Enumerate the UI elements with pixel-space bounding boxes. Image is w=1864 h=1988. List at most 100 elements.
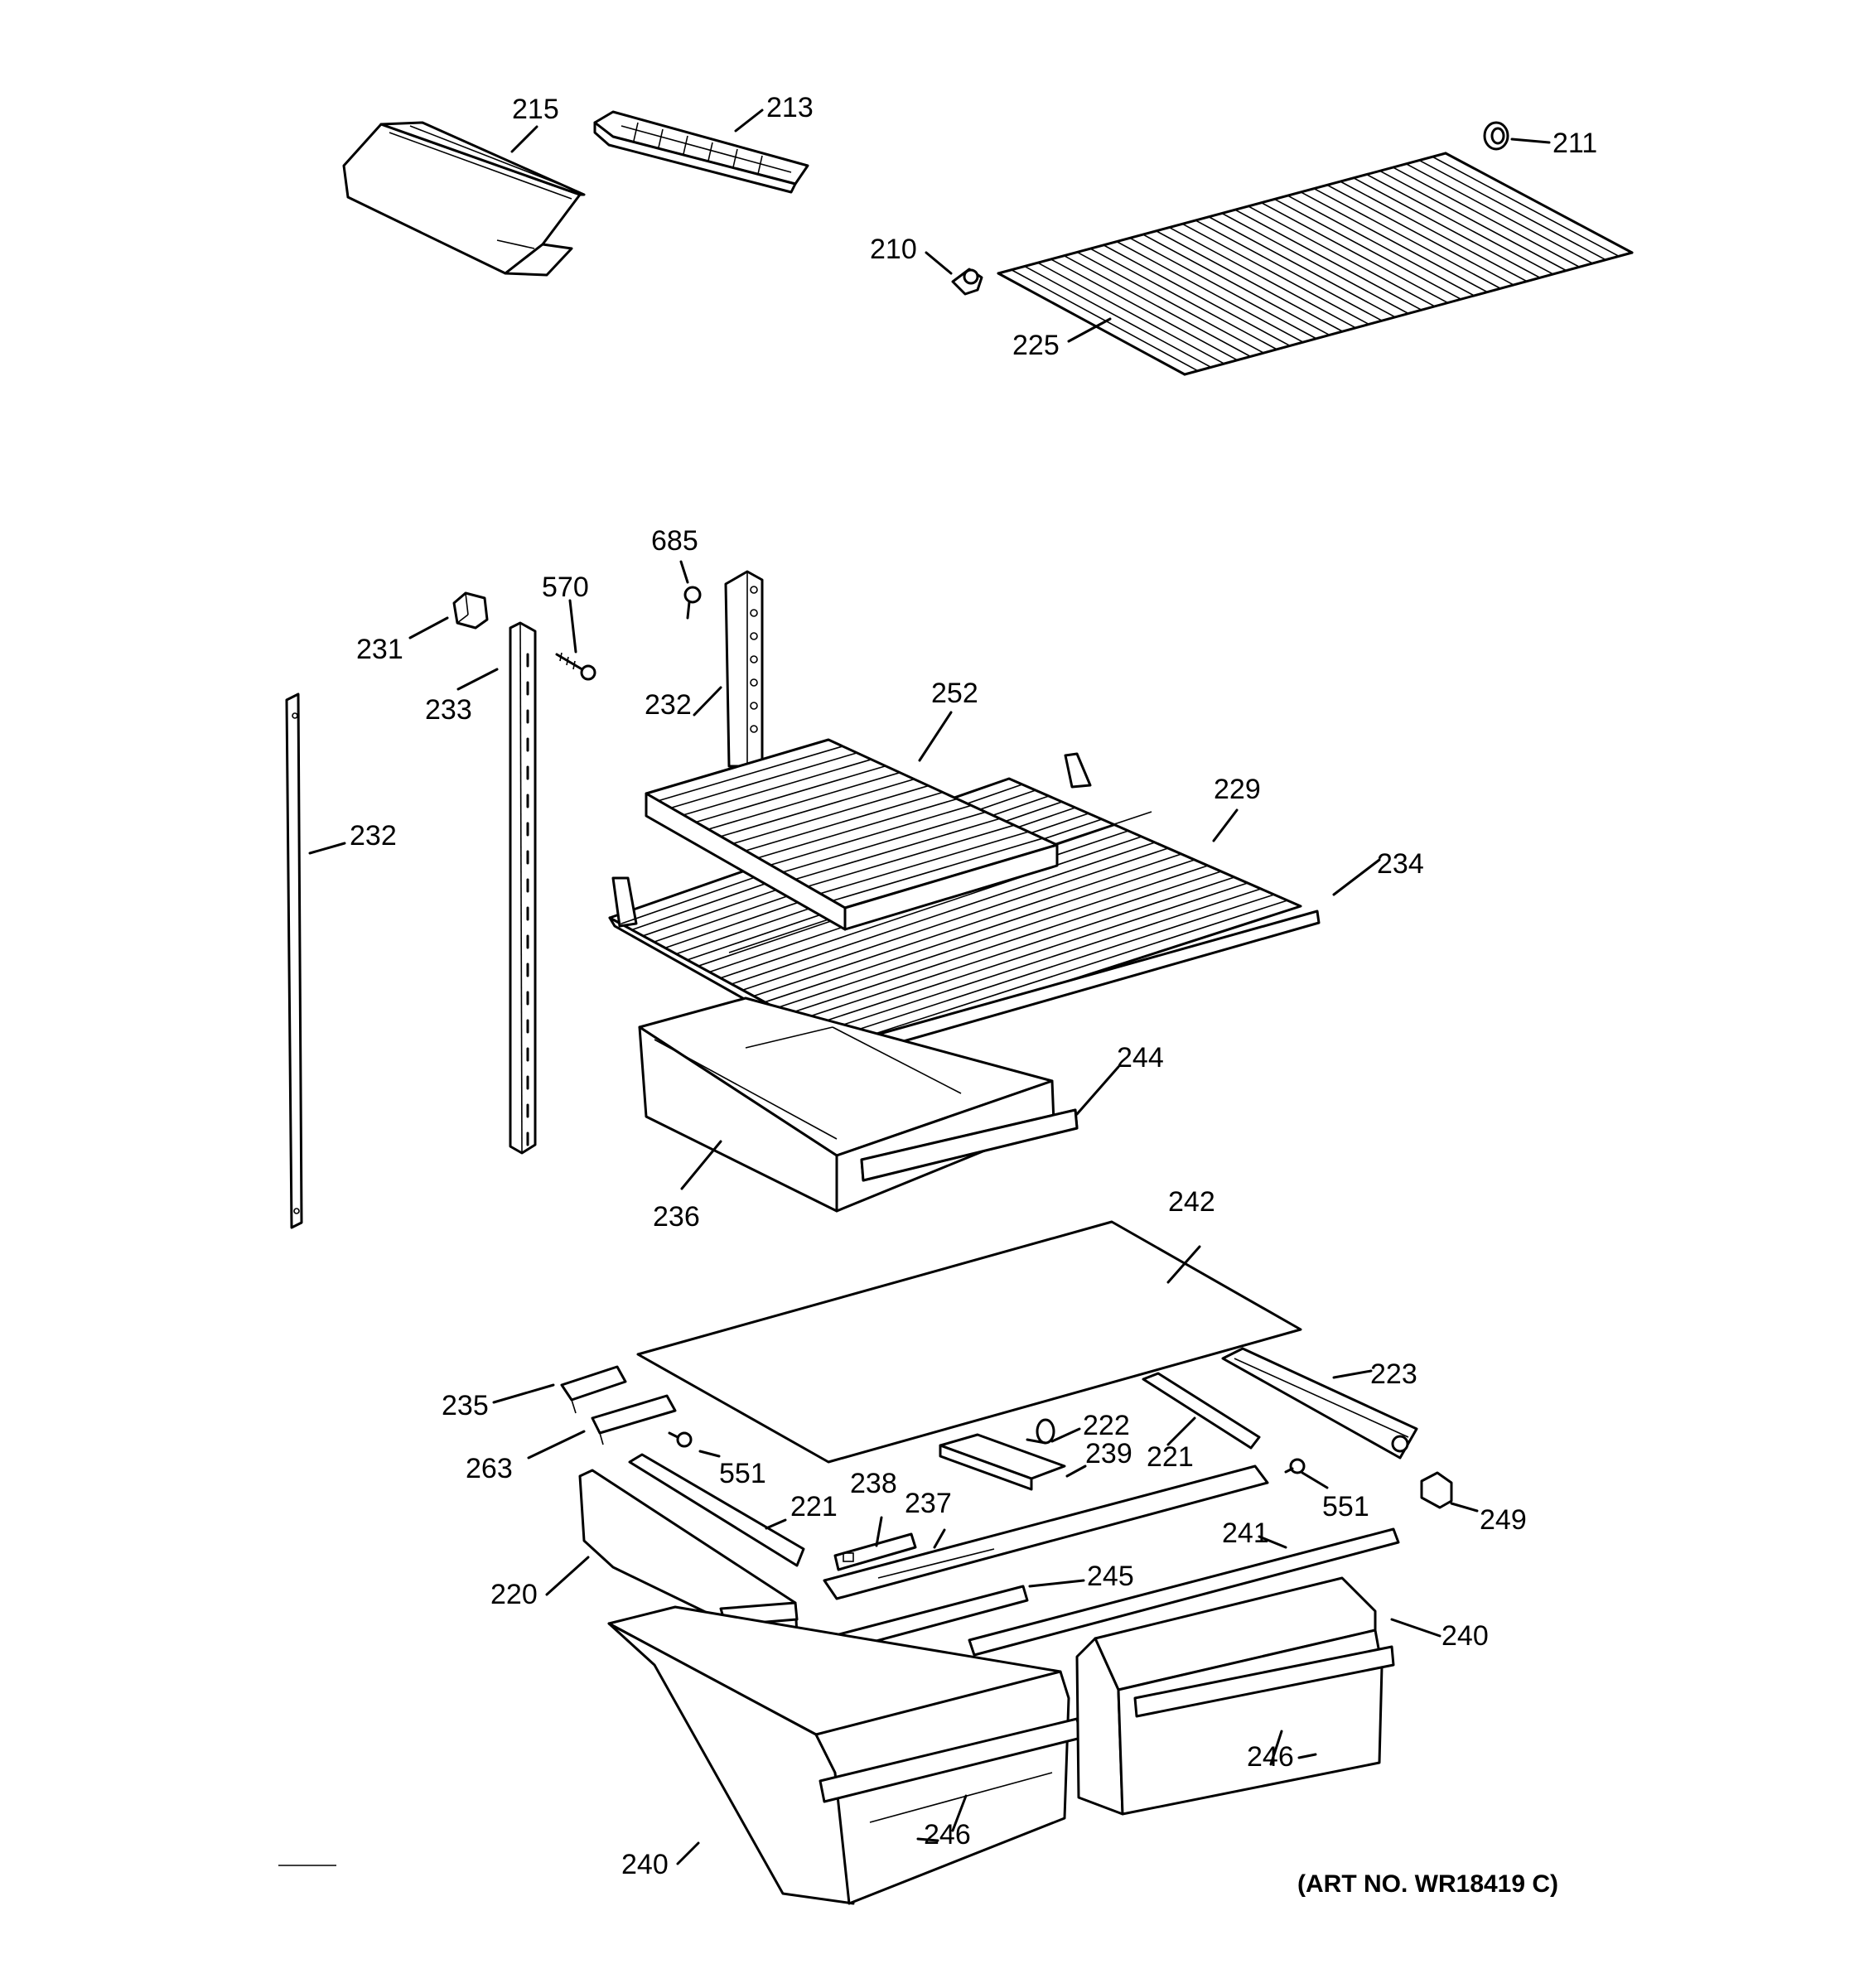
wire-line (809, 882, 1248, 1027)
part-210-plug (951, 268, 983, 296)
wire-line (1326, 184, 1514, 286)
wire-line (742, 847, 1169, 992)
wire-line (782, 811, 986, 873)
wire-line (757, 798, 958, 859)
wire-line (831, 894, 1275, 1040)
callout-236: 236 (653, 1201, 700, 1233)
wire-line (683, 759, 872, 816)
wire-line (1418, 159, 1606, 261)
wire-line (842, 900, 1288, 1045)
wire-line (1221, 212, 1409, 315)
callout-221-right: 221 (1147, 1441, 1194, 1473)
wire-line (1405, 163, 1593, 264)
wire-line (1156, 230, 1343, 332)
part-685-screw (683, 586, 702, 620)
wire-line (1076, 251, 1264, 354)
part-239-slide (939, 1433, 1066, 1491)
part-236-drawer (638, 996, 1079, 1213)
wire-line (670, 752, 857, 809)
wire-line (1050, 258, 1238, 361)
wire-line (1208, 216, 1396, 318)
callout-232-left: 232 (350, 820, 397, 852)
callout-229: 229 (1214, 774, 1261, 805)
callout-labels: 215 213 211 210 225 685 570 231 233 232 … (350, 92, 1597, 1880)
part-213-ice-tray (593, 110, 809, 194)
part-263-rail (591, 1394, 677, 1445)
wire-line (1379, 170, 1567, 272)
callout-685: 685 (651, 525, 698, 557)
wire-line (753, 853, 1182, 997)
part-231-clip (452, 591, 489, 630)
wire-line (1064, 254, 1251, 358)
callout-551-right: 551 (1322, 1491, 1369, 1522)
callout-223: 223 (1370, 1358, 1417, 1390)
wire-line (1024, 265, 1212, 369)
wire-line (707, 771, 901, 830)
wire-line (1353, 177, 1541, 278)
wire-line (832, 837, 1043, 902)
callout-570: 570 (542, 572, 589, 603)
wire-line (1340, 181, 1528, 282)
callout-246-right: 246 (1247, 1741, 1294, 1773)
wire-line (775, 865, 1209, 1009)
callout-551-left: 551 (719, 1458, 766, 1489)
callout-222: 222 (1083, 1410, 1130, 1441)
callout-240-right: 240 (1441, 1620, 1489, 1652)
part-570-screw (555, 652, 596, 681)
callout-225: 225 (1012, 330, 1060, 361)
wire-line (1129, 237, 1317, 340)
callout-237: 237 (905, 1488, 952, 1519)
leader-lines (308, 109, 1551, 1865)
wire-line (1366, 173, 1554, 275)
callout-234: 234 (1377, 848, 1424, 880)
callout-249: 249 (1480, 1504, 1527, 1536)
callout-215: 215 (512, 94, 559, 125)
wire-line (1195, 220, 1383, 321)
wire-line (797, 876, 1235, 1021)
callout-211: 211 (1553, 128, 1597, 159)
part-240-crisper-right (1075, 1576, 1395, 1816)
wire-line (745, 791, 944, 852)
wire-line (732, 784, 929, 845)
callout-245: 245 (1087, 1561, 1134, 1592)
wire-line (695, 765, 886, 823)
wire-line (720, 778, 915, 837)
wire-line (1234, 209, 1422, 311)
callout-213: 213 (766, 92, 814, 123)
callout-231: 231 (356, 634, 403, 665)
callout-263: 263 (466, 1453, 513, 1484)
callout-220: 220 (490, 1579, 538, 1610)
wire-line (731, 842, 1156, 985)
callout-242: 242 (1168, 1186, 1215, 1218)
wire-line (1274, 198, 1461, 300)
part-222-roller (1026, 1418, 1055, 1445)
part-223-slide-rail (1221, 1347, 1418, 1460)
callout-252: 252 (931, 678, 978, 709)
part-238-label (833, 1532, 917, 1571)
part-551-screw-right (1284, 1458, 1306, 1474)
part-221-rail-right (1142, 1372, 1261, 1450)
art-number: (ART NO. WR18419 C) (1297, 1870, 1558, 1898)
wire-line (1116, 240, 1304, 343)
part-252-cover-shelf (645, 738, 1059, 931)
callout-210: 210 (870, 234, 917, 265)
wire-line (819, 831, 1029, 895)
part-232-rail-center (724, 570, 764, 768)
callout-240-left: 240 (621, 1849, 669, 1880)
wire-line (1287, 195, 1475, 297)
wire-line (1300, 191, 1488, 293)
wire-line (1313, 187, 1501, 289)
part-211-shelf-stop (1483, 121, 1509, 151)
part-221-rail-left (628, 1453, 805, 1567)
part-249-latch (1420, 1471, 1453, 1509)
callout-239: 239 (1085, 1438, 1132, 1469)
wire-line (794, 818, 1001, 881)
part-237-cover-front (823, 1464, 1269, 1600)
wire-line (1432, 156, 1620, 258)
part-240-crisper-left (607, 1605, 1083, 1905)
wire-line (1011, 269, 1199, 372)
wire-line (1103, 244, 1291, 347)
part-241-trim (968, 1527, 1400, 1657)
wire-line (720, 836, 1142, 979)
callout-233: 233 (425, 694, 472, 726)
